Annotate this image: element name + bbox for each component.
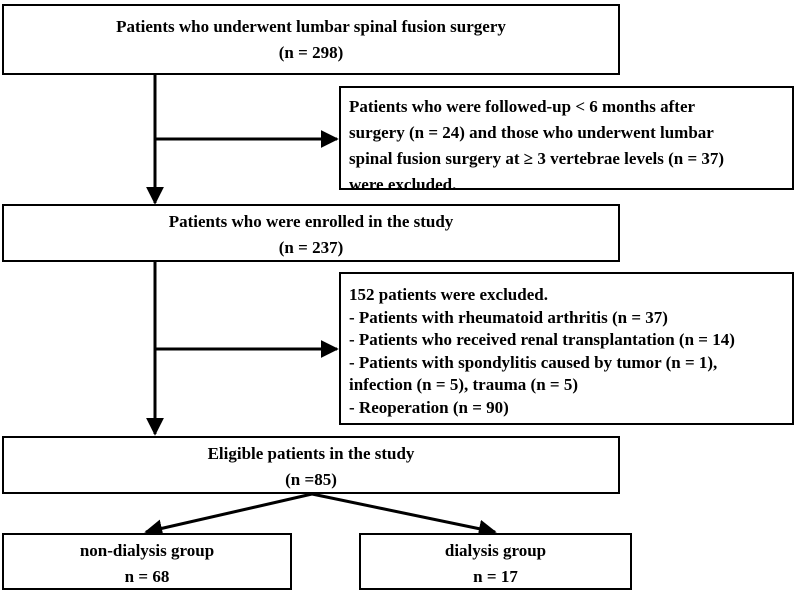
box-exclusion-1: Patients who were followed-up < 6 months…: [339, 86, 794, 194]
exclusion1-line: were excluded.: [349, 175, 457, 194]
dialysis-count: n = 17: [473, 567, 518, 586]
arrow-to-dialysis: [311, 492, 497, 538]
exclusion2-line: - Patients with rheumatoid arthritis (n …: [349, 307, 668, 327]
box-nondialysis-group: non-dialysis group n = 68: [2, 533, 292, 590]
box-eligible-patients: Eligible patients in the study (n =85): [2, 436, 620, 494]
dialysis-title: dialysis group: [444, 541, 547, 560]
exclusion1-line: surgery (n = 24) and those who underwent…: [349, 123, 714, 142]
exclusion1-line: spinal fusion surgery at ≥ 3 vertebrae l…: [349, 149, 725, 168]
exclusion2-line: - Patients who received renal transplant…: [349, 330, 735, 349]
box-initial-patients: Patients who underwent lumbar spinal fus…: [2, 4, 620, 75]
nondialysis-title: non-dialysis group: [79, 541, 215, 560]
initial-count: (n = 298): [278, 43, 344, 62]
nondialysis-count: n = 68: [124, 567, 170, 586]
exclusion2-line: - Reoperation (n = 90): [349, 397, 509, 417]
arrow-to-nondialysis: [144, 492, 313, 538]
box-enrolled-patients: Patients who were enrolled in the study …: [2, 204, 620, 262]
enrolled-title: Patients who were enrolled in the study: [168, 212, 454, 231]
box-dialysis-group: dialysis group n = 17: [359, 533, 632, 590]
box-exclusion-2: 152 patients were excluded. - Patients w…: [339, 272, 794, 425]
eligible-title: Eligible patients in the study: [207, 444, 415, 463]
exclusion2-line: - Patients with spondylitis caused by tu…: [349, 352, 718, 372]
exclusion1-line: Patients who were followed-up < 6 months…: [349, 97, 696, 116]
enrolled-count: (n = 237): [278, 238, 344, 257]
initial-title: Patients who underwent lumbar spinal fus…: [116, 17, 506, 36]
eligible-count: (n =85): [285, 470, 337, 489]
exclusion2-line: infection (n = 5), trauma (n = 5): [349, 375, 579, 394]
exclusion2-line: 152 patients were excluded.: [349, 285, 548, 304]
